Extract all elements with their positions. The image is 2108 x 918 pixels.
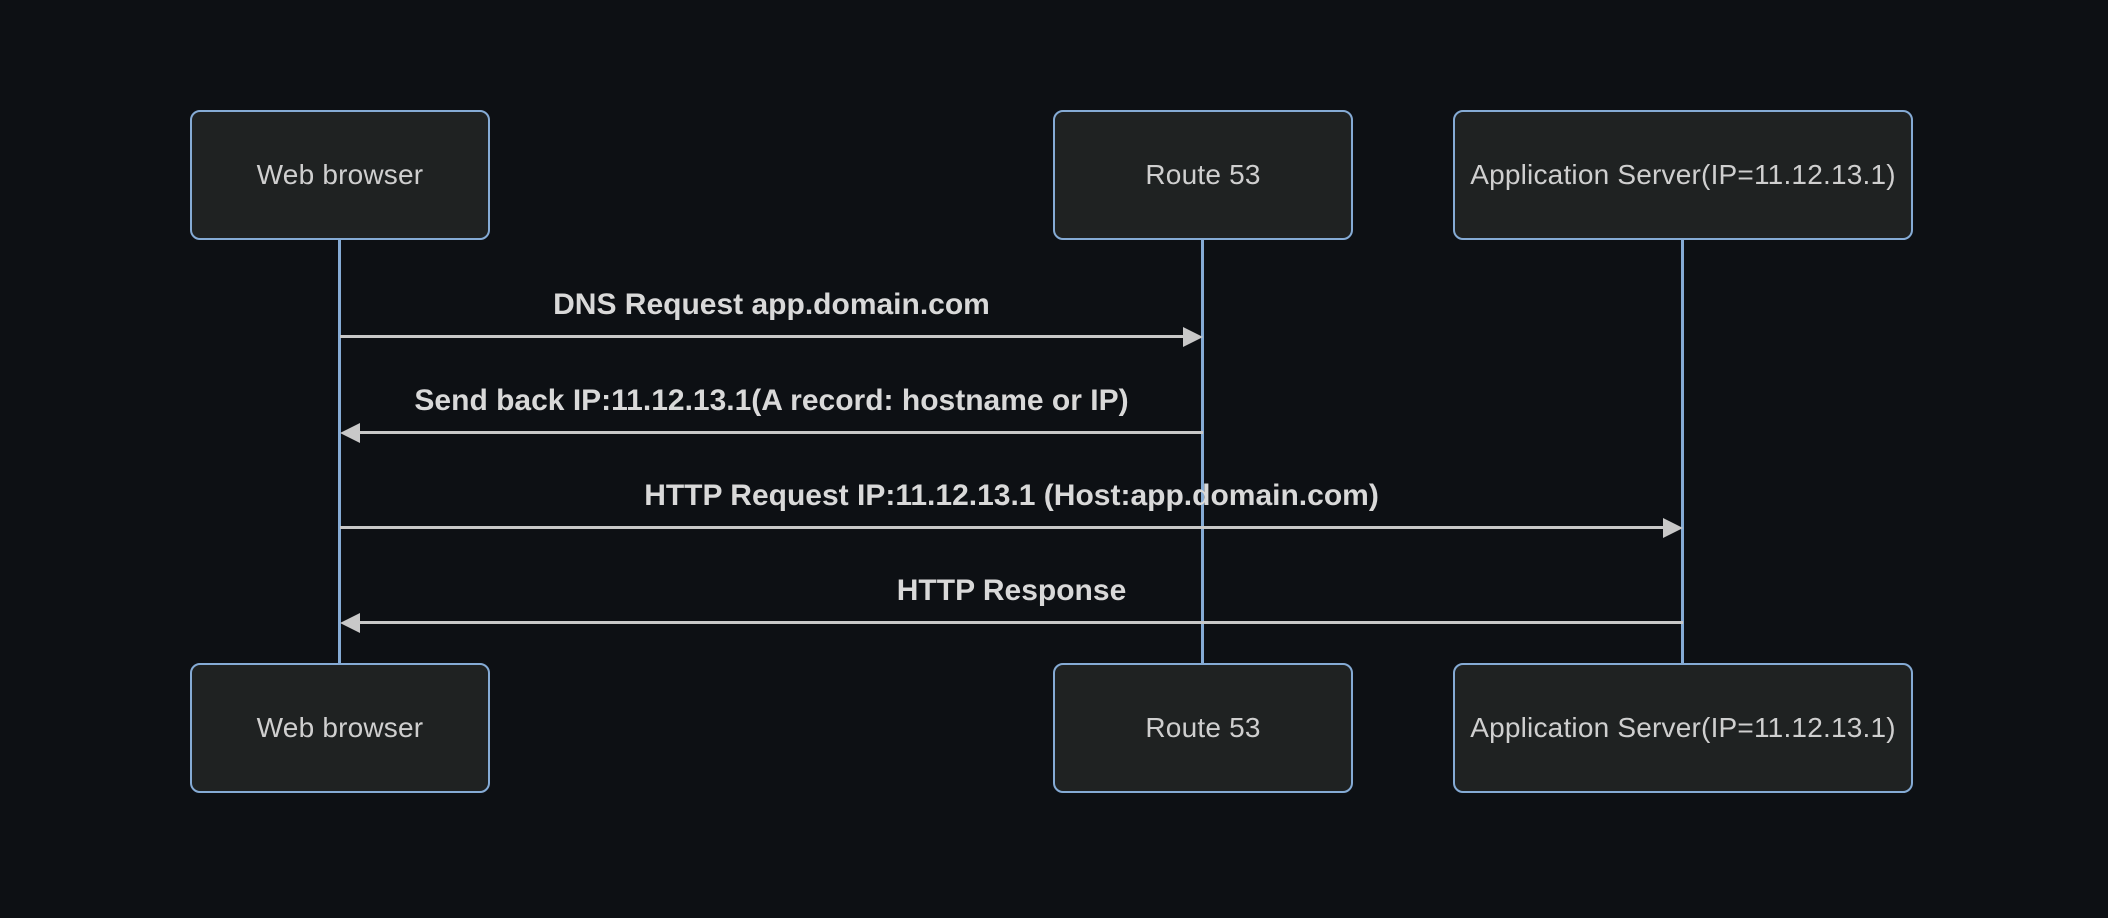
actor-box-web-browser-top: Web browser [190, 110, 490, 240]
lifeline-route53 [1201, 240, 1204, 664]
actor-box-application-server-bottom: Application Server(IP=11.12.13.1) [1453, 663, 1913, 793]
message-line-http-response [358, 621, 1683, 624]
lifeline-web-browser [338, 240, 341, 664]
message-line-dns-request [340, 335, 1185, 338]
actor-box-route53-bottom: Route 53 [1053, 663, 1353, 793]
message-label-send-back-ip: Send back IP:11.12.13.1(A record: hostna… [414, 384, 1129, 417]
arrowhead-left-icon [340, 423, 360, 443]
actor-label-route53: Route 53 [1145, 159, 1261, 190]
arrowhead-right-icon [1663, 518, 1683, 538]
message-label-http-response: HTTP Response [896, 574, 1127, 607]
lifeline-application-server [1681, 240, 1684, 664]
actor-box-application-server-top: Application Server(IP=11.12.13.1) [1453, 110, 1913, 240]
actor-label-application-server: Application Server(IP=11.12.13.1) [1470, 159, 1896, 190]
actor-box-route53-top: Route 53 [1053, 110, 1353, 240]
message-label-http-request: HTTP Request IP:11.12.13.1 (Host:app.dom… [644, 479, 1379, 512]
arrowhead-left-icon [340, 613, 360, 633]
message-line-send-back-ip [358, 431, 1203, 434]
arrowhead-right-icon [1183, 327, 1203, 347]
actor-label-application-server: Application Server(IP=11.12.13.1) [1470, 712, 1896, 743]
actor-box-web-browser-bottom: Web browser [190, 663, 490, 793]
actor-label-web-browser: Web browser [256, 712, 424, 743]
actor-label-route53: Route 53 [1145, 712, 1261, 743]
actor-label-web-browser: Web browser [256, 159, 424, 190]
message-label-dns-request: DNS Request app.domain.com [553, 288, 990, 321]
message-line-http-request [340, 526, 1665, 529]
